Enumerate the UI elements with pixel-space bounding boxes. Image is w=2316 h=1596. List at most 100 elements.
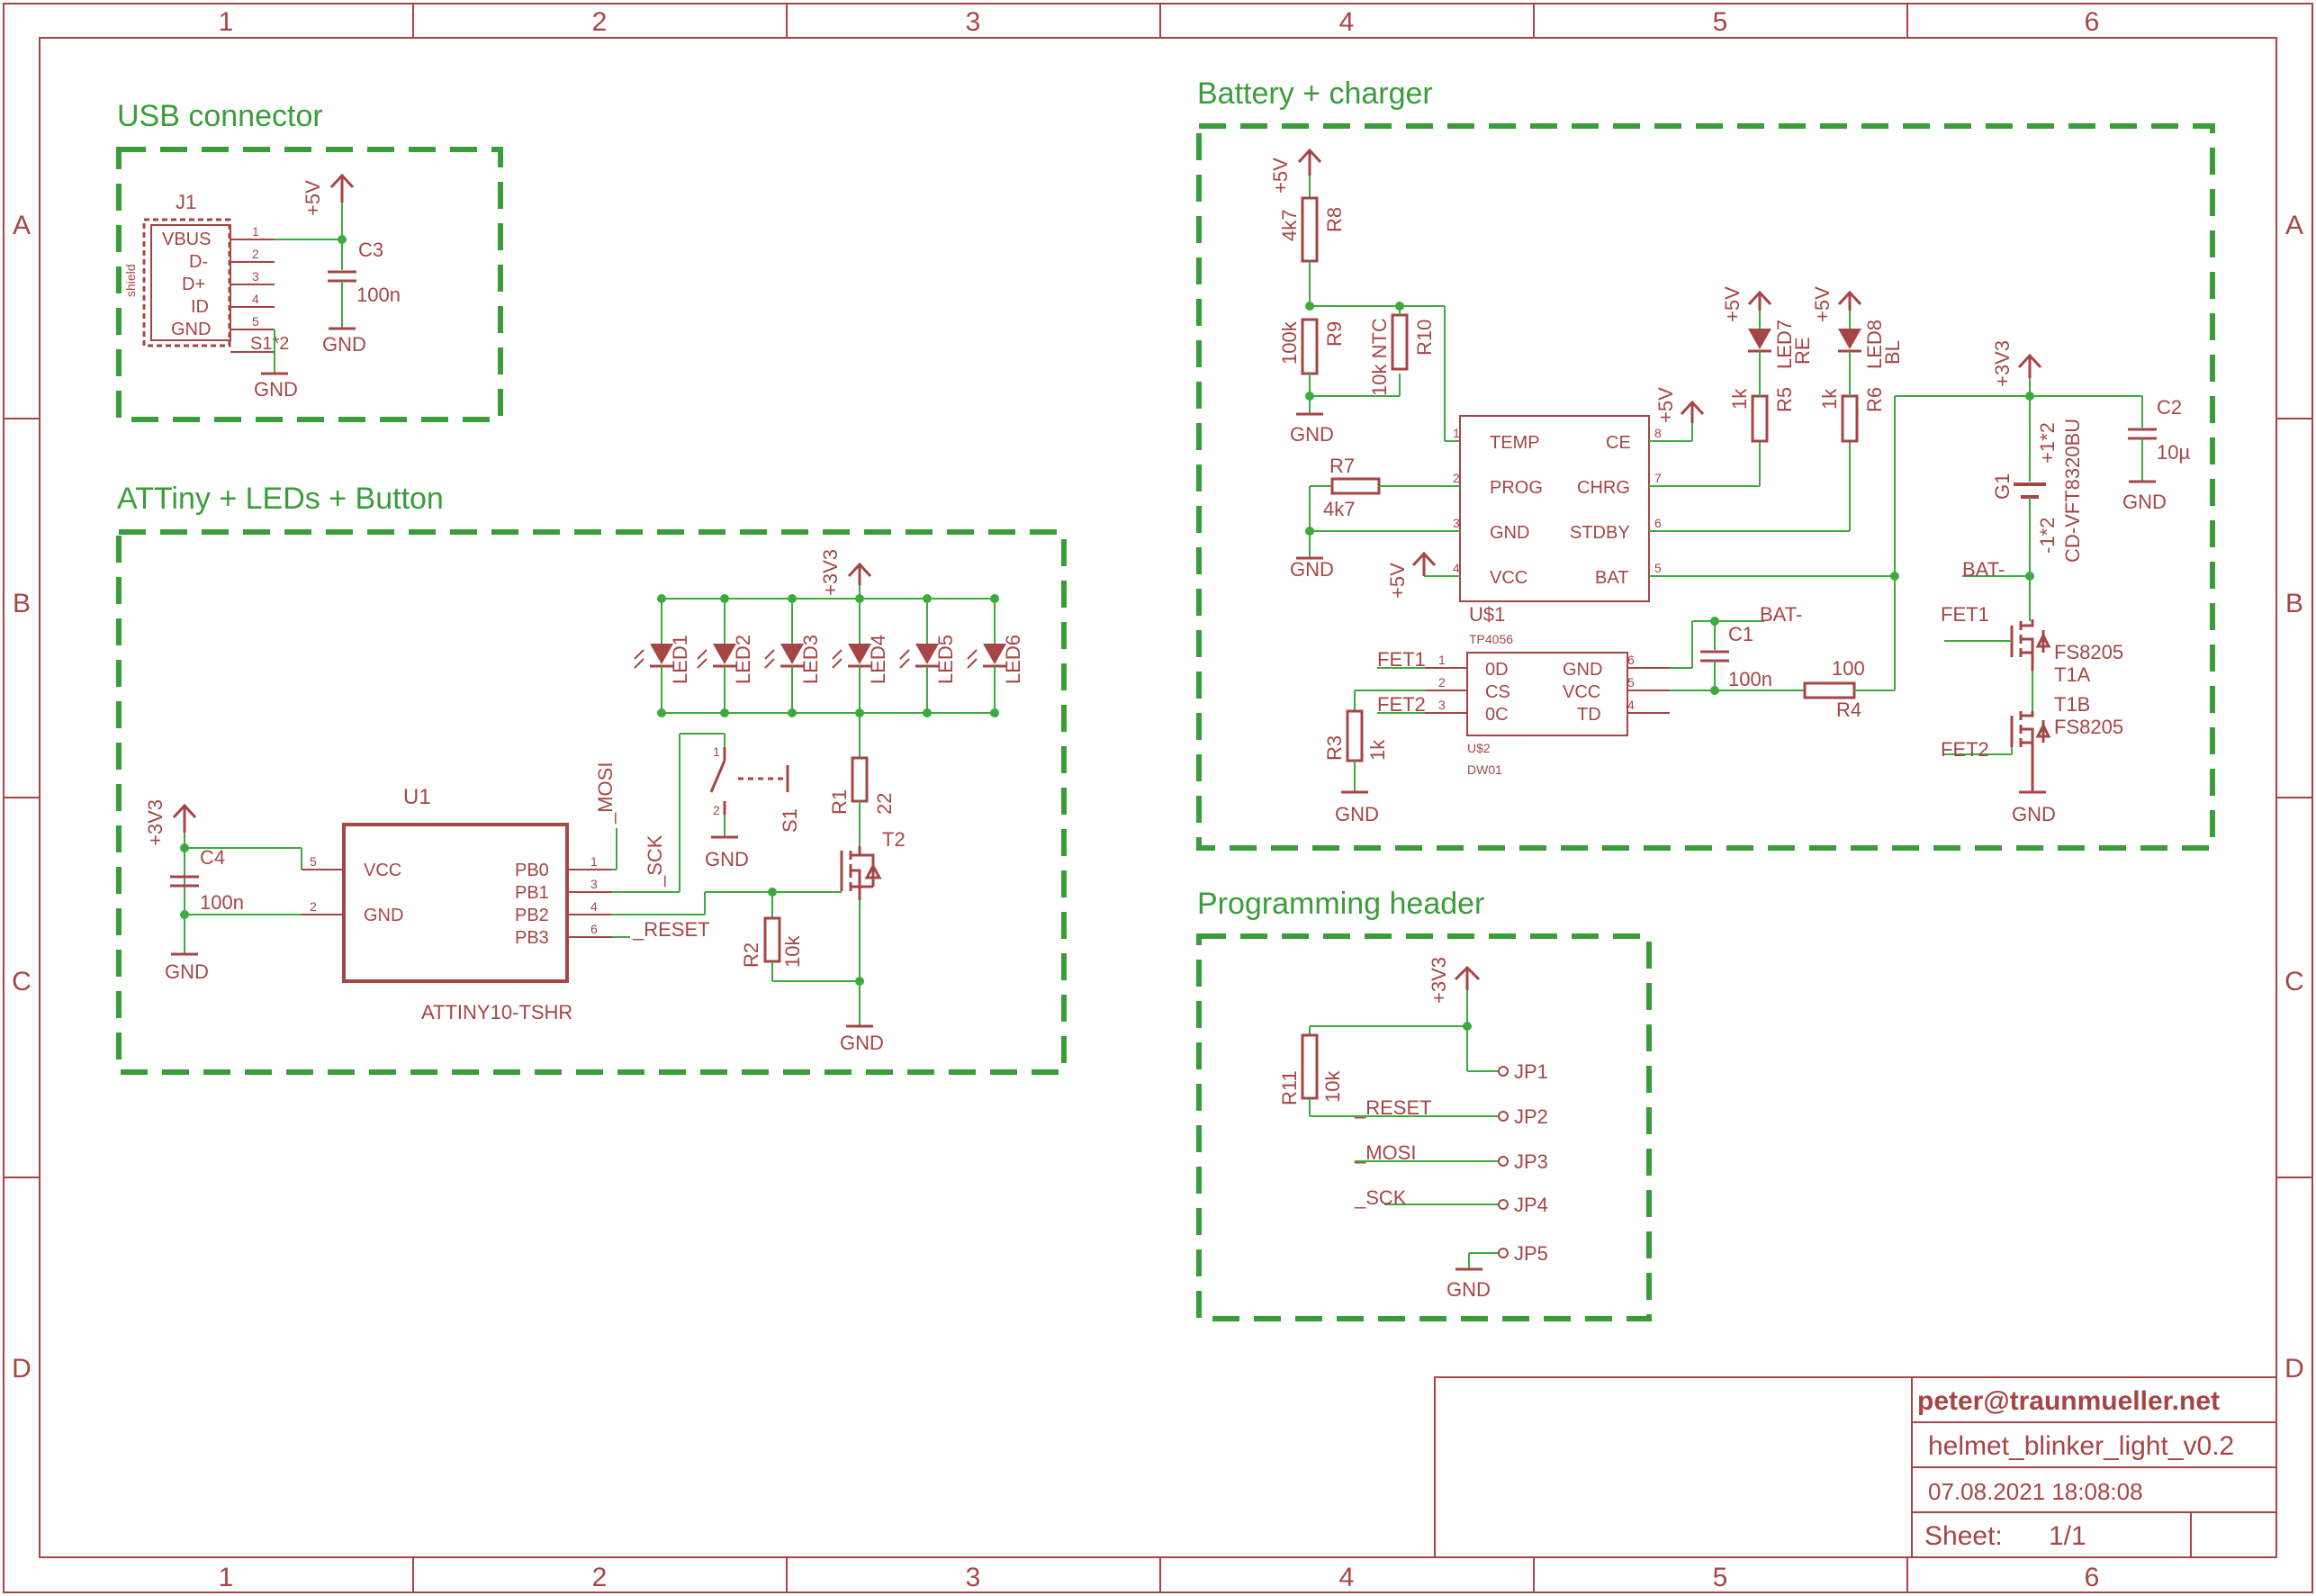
r11-value: 10k — [1321, 1070, 1344, 1103]
title-project: helmet_blinker_light_v0.2 — [1928, 1431, 2234, 1461]
dw-pin-cs: CS — [1485, 682, 1510, 702]
tp-pinnum-1: 1 — [1453, 426, 1460, 440]
gnd-r9: GND — [1290, 423, 1334, 446]
zone-col-bottom-6: 6 — [2085, 1563, 2100, 1592]
j1-ref: J1 — [176, 191, 196, 213]
c1-ref: C1 — [1728, 623, 1753, 645]
r6-ref: R6 — [1863, 387, 1886, 412]
r11-ref: R11 — [1278, 1070, 1301, 1105]
c2-value: 10µ — [2157, 441, 2190, 464]
j1-pin-vbus: VBUS — [162, 230, 211, 249]
j1-pinnum-2: 2 — [252, 247, 259, 261]
tp-ref: U$1 — [1469, 603, 1505, 626]
j1-gnd: GND — [254, 378, 298, 401]
title-block: peter@traunmueller.net helmet_blinker_li… — [1434, 1376, 2277, 1558]
block-prog — [1196, 933, 1652, 1321]
prog-gnd: GND — [1446, 1278, 1491, 1301]
zone-row-right-A: A — [2285, 211, 2303, 240]
dw-pinnum-6: 6 — [1627, 653, 1635, 667]
tp-pin-temp: TEMP — [1490, 433, 1540, 453]
attiny-circuit: U1 VCC GND PB0 PB1 PB2 PB3 ATTINY10-TSHR… — [144, 549, 1024, 1054]
block-title-usb: USB connector — [117, 99, 323, 133]
prog-supply: +3V3 — [1428, 957, 1450, 1004]
tp-pinnum-6: 6 — [1654, 516, 1662, 530]
j1-shield-label: shield — [123, 264, 138, 297]
dw-pin-td: TD — [1577, 705, 1601, 725]
c1-value: 100n — [1728, 668, 1772, 690]
r1-value: 22 — [873, 793, 896, 815]
dw-pinnum-2: 2 — [1438, 675, 1446, 690]
block-attiny — [116, 529, 1067, 1075]
u1-net-mosi: _MOSI — [594, 762, 617, 825]
u1-pin-pb0: PB0 — [515, 861, 549, 880]
zone-row-right-B: B — [2285, 589, 2303, 618]
r8-supply: +5V — [1269, 158, 1292, 194]
tp-pinnum-4: 4 — [1453, 561, 1460, 575]
led7-ref: LED7 — [1773, 320, 1796, 369]
t2-gnd: GND — [840, 1032, 884, 1054]
ce-supply: +5V — [1654, 387, 1677, 423]
jp5-label: JP5 — [1514, 1242, 1548, 1265]
dw-pin-0d: 0D — [1485, 660, 1509, 680]
led-3: LED3 — [764, 594, 822, 717]
jp2-label: JP2 — [1514, 1105, 1548, 1128]
zone-row-left-C: C — [12, 967, 32, 996]
led-6: LED6 — [967, 594, 1024, 717]
t1b-part: FS8205 — [2054, 716, 2123, 738]
dw-pinnum-5: 5 — [1627, 675, 1635, 690]
u1-pin-gnd: GND — [364, 906, 403, 925]
fet1-label: FET1 — [1941, 603, 1989, 626]
gnd-r7: GND — [1290, 558, 1334, 581]
jp1-label: JP1 — [1514, 1060, 1548, 1083]
block-title-battery: Battery + charger — [1197, 77, 1433, 111]
tp-pin-prog: PROG — [1490, 478, 1543, 498]
jp4-label: JP4 — [1514, 1194, 1548, 1216]
zone-row-left-D: D — [12, 1354, 32, 1384]
charger-circuit: +5V 4k7 R8 100k R9 GND 10k NTC R10 TEMP … — [1269, 148, 2190, 825]
led-2: LED2 — [697, 594, 754, 717]
batt-supply: +3V3 — [1991, 340, 2014, 387]
c3-gnd: GND — [322, 333, 366, 356]
c4-supply: +3V3 — [144, 799, 167, 846]
c4-value: 100n — [200, 891, 244, 914]
led7-supply: +5V — [1721, 286, 1744, 322]
g1-plus: +1*2 — [2036, 422, 2059, 464]
tp-pinnum-2: 2 — [1453, 471, 1460, 485]
dw-fet1-net: FET1 — [1377, 648, 1426, 671]
block-usb — [116, 147, 503, 422]
zone-col-bottom-1: 1 — [219, 1563, 234, 1592]
zone-row-left-A: A — [13, 211, 31, 240]
j1-shield-pin: S1*2 — [250, 334, 289, 354]
zone-col-top-5: 5 — [1713, 7, 1728, 37]
tp-pinnum-5: 5 — [1654, 561, 1662, 575]
tp-pinnum-3: 3 — [1453, 516, 1460, 530]
jp-pads — [1498, 1066, 1509, 1258]
zone-col-top-6: 6 — [2085, 7, 2100, 37]
r4-ref: R4 — [1836, 699, 1861, 721]
j1-pinnum-1: 1 — [252, 224, 259, 239]
j1-pinnum-3: 3 — [252, 269, 259, 284]
j1-pinnum-5: 5 — [252, 314, 259, 329]
t1a-ref: T1A — [2054, 663, 2091, 686]
led-5-ref: LED5 — [934, 635, 957, 684]
tp-part: TP4056 — [1469, 632, 1513, 646]
led-5: LED5 — [899, 594, 957, 717]
u1-part: ATTINY10-TSHR — [421, 1001, 572, 1023]
s1-ref: S1 — [779, 808, 801, 833]
c2-gnd: GND — [2122, 491, 2167, 513]
led-2-ref: LED2 — [732, 635, 754, 684]
u1-pinnum-1: 1 — [590, 854, 598, 869]
s1-pin-1: 1 — [713, 744, 720, 759]
u1-pin-pb2: PB2 — [515, 906, 549, 925]
zone-col-bottom-4: 4 — [1339, 1563, 1355, 1592]
programming-header: +3V3 R11 10k _RESET _MOSI _SCK GND JP1 J… — [1278, 957, 1548, 1301]
led-1: LED1 — [634, 594, 691, 717]
c4-gnd: GND — [165, 960, 209, 983]
led-4: LED4 — [832, 594, 889, 717]
u1-pinnum-4: 4 — [590, 899, 598, 914]
dw-pinnum-4: 4 — [1627, 698, 1635, 712]
led-4-ref: LED4 — [867, 635, 889, 684]
c4-ref: C4 — [200, 846, 225, 869]
prog-net-mosi: _MOSI — [1354, 1141, 1416, 1164]
g1-part: CD-VFT8320BU — [2061, 419, 2084, 563]
